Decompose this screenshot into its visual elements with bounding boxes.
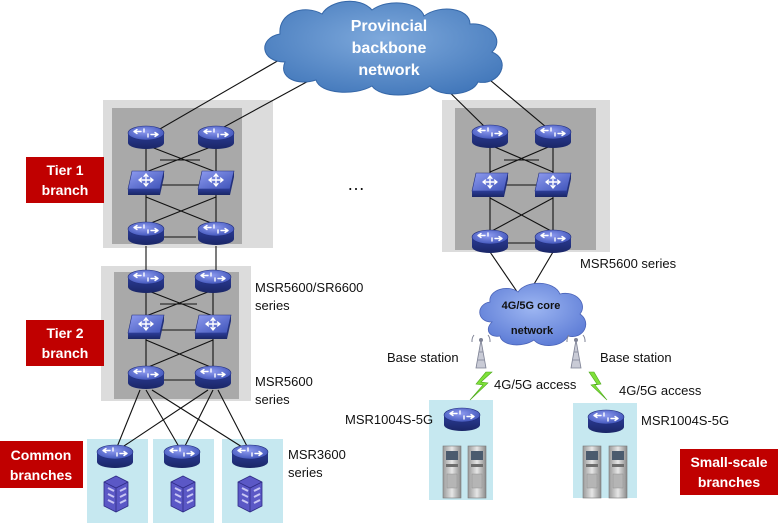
tier2-branch-tag — [26, 320, 104, 366]
msr5600-sr6600-label-line2: series — [255, 298, 290, 313]
kiosk-icon-3 — [582, 445, 602, 499]
tier1-router-4 — [197, 221, 235, 246]
small-scale-branches-tag — [680, 449, 778, 495]
tier1-router-2 — [197, 125, 235, 150]
right-switch-2 — [534, 172, 572, 198]
tier2-router-2 — [194, 269, 232, 294]
tier2-tag-line2: branch — [42, 345, 89, 361]
ellipsis: … — [347, 174, 365, 194]
msr5600-label-line2: series — [255, 392, 290, 407]
kiosk-icon-2 — [467, 445, 487, 499]
right-router-2 — [534, 124, 572, 149]
lightning-icon-right — [588, 371, 608, 401]
msr3600-label-line1: MSR3600 — [288, 447, 346, 462]
common-branch-router-1 — [96, 444, 134, 469]
server-stack-icon-3 — [237, 475, 263, 513]
cloud-label-line1: Provincial — [351, 18, 427, 35]
msr1004s-right-label: MSR1004S-5G — [641, 413, 729, 428]
base-station-left-label: Base station — [387, 350, 459, 365]
tier2-switch-1 — [127, 314, 165, 340]
right-router-3 — [471, 229, 509, 254]
access-right-label: 4G/5G access — [619, 383, 702, 398]
tier1-tag-line2: branch — [42, 182, 89, 198]
access-left-label: 4G/5G access — [494, 377, 577, 392]
server-stack-icon-1 — [103, 475, 129, 513]
right-router-1 — [471, 124, 509, 149]
base-station-tower-icon-right — [566, 334, 586, 369]
right-switch-1 — [471, 172, 509, 198]
tier1-branch-tag — [26, 157, 104, 203]
tier1-router-3 — [127, 221, 165, 246]
tier1-switch-2 — [197, 170, 235, 196]
tier2-switch-2 — [194, 314, 232, 340]
common-branch-router-2 — [163, 444, 201, 469]
common-tag-line2: branches — [10, 467, 72, 483]
msr5600-right-label: MSR5600 series — [580, 256, 677, 271]
base-station-right-label: Base station — [600, 350, 672, 365]
common-branch-router-3 — [231, 444, 269, 469]
kiosk-icon-4 — [608, 445, 628, 499]
tier2-router-1 — [127, 269, 165, 294]
base-station-tower-icon-left — [471, 334, 491, 369]
small-tag-line2: branches — [698, 474, 760, 490]
lightning-icon-left — [469, 371, 493, 401]
kiosk-icon-1 — [442, 445, 462, 499]
small-branch-router-left — [443, 407, 481, 432]
msr1004s-left-label: MSR1004S-5G — [345, 412, 433, 427]
tier2-router-3 — [127, 365, 165, 390]
core-network-cloud — [479, 282, 587, 346]
msr3600-label-line2: series — [288, 465, 323, 480]
right-router-4 — [534, 229, 572, 254]
provincial-backbone-cloud — [264, 0, 503, 96]
core-label-line2: network — [511, 325, 554, 337]
common-branches-tag — [0, 441, 83, 488]
cloud-label-line2: backbone — [352, 40, 427, 57]
small-branch-router-right — [587, 409, 625, 434]
tier1-switch-1 — [127, 170, 165, 196]
msr5600-sr6600-label-line1: MSR5600/SR6600 — [255, 280, 363, 295]
common-tag-line1: Common — [11, 447, 72, 463]
tier1-router-1 — [127, 125, 165, 150]
tier2-router-4 — [194, 365, 232, 390]
core-label-line1: 4G/5G core — [502, 300, 561, 312]
tier2-tag-line1: Tier 2 — [46, 325, 83, 341]
server-stack-icon-2 — [170, 475, 196, 513]
msr5600-label-line1: MSR5600 — [255, 374, 313, 389]
cloud-label-line3: network — [358, 62, 419, 79]
small-tag-line1: Small-scale — [690, 454, 767, 470]
tier1-tag-line1: Tier 1 — [46, 162, 83, 178]
